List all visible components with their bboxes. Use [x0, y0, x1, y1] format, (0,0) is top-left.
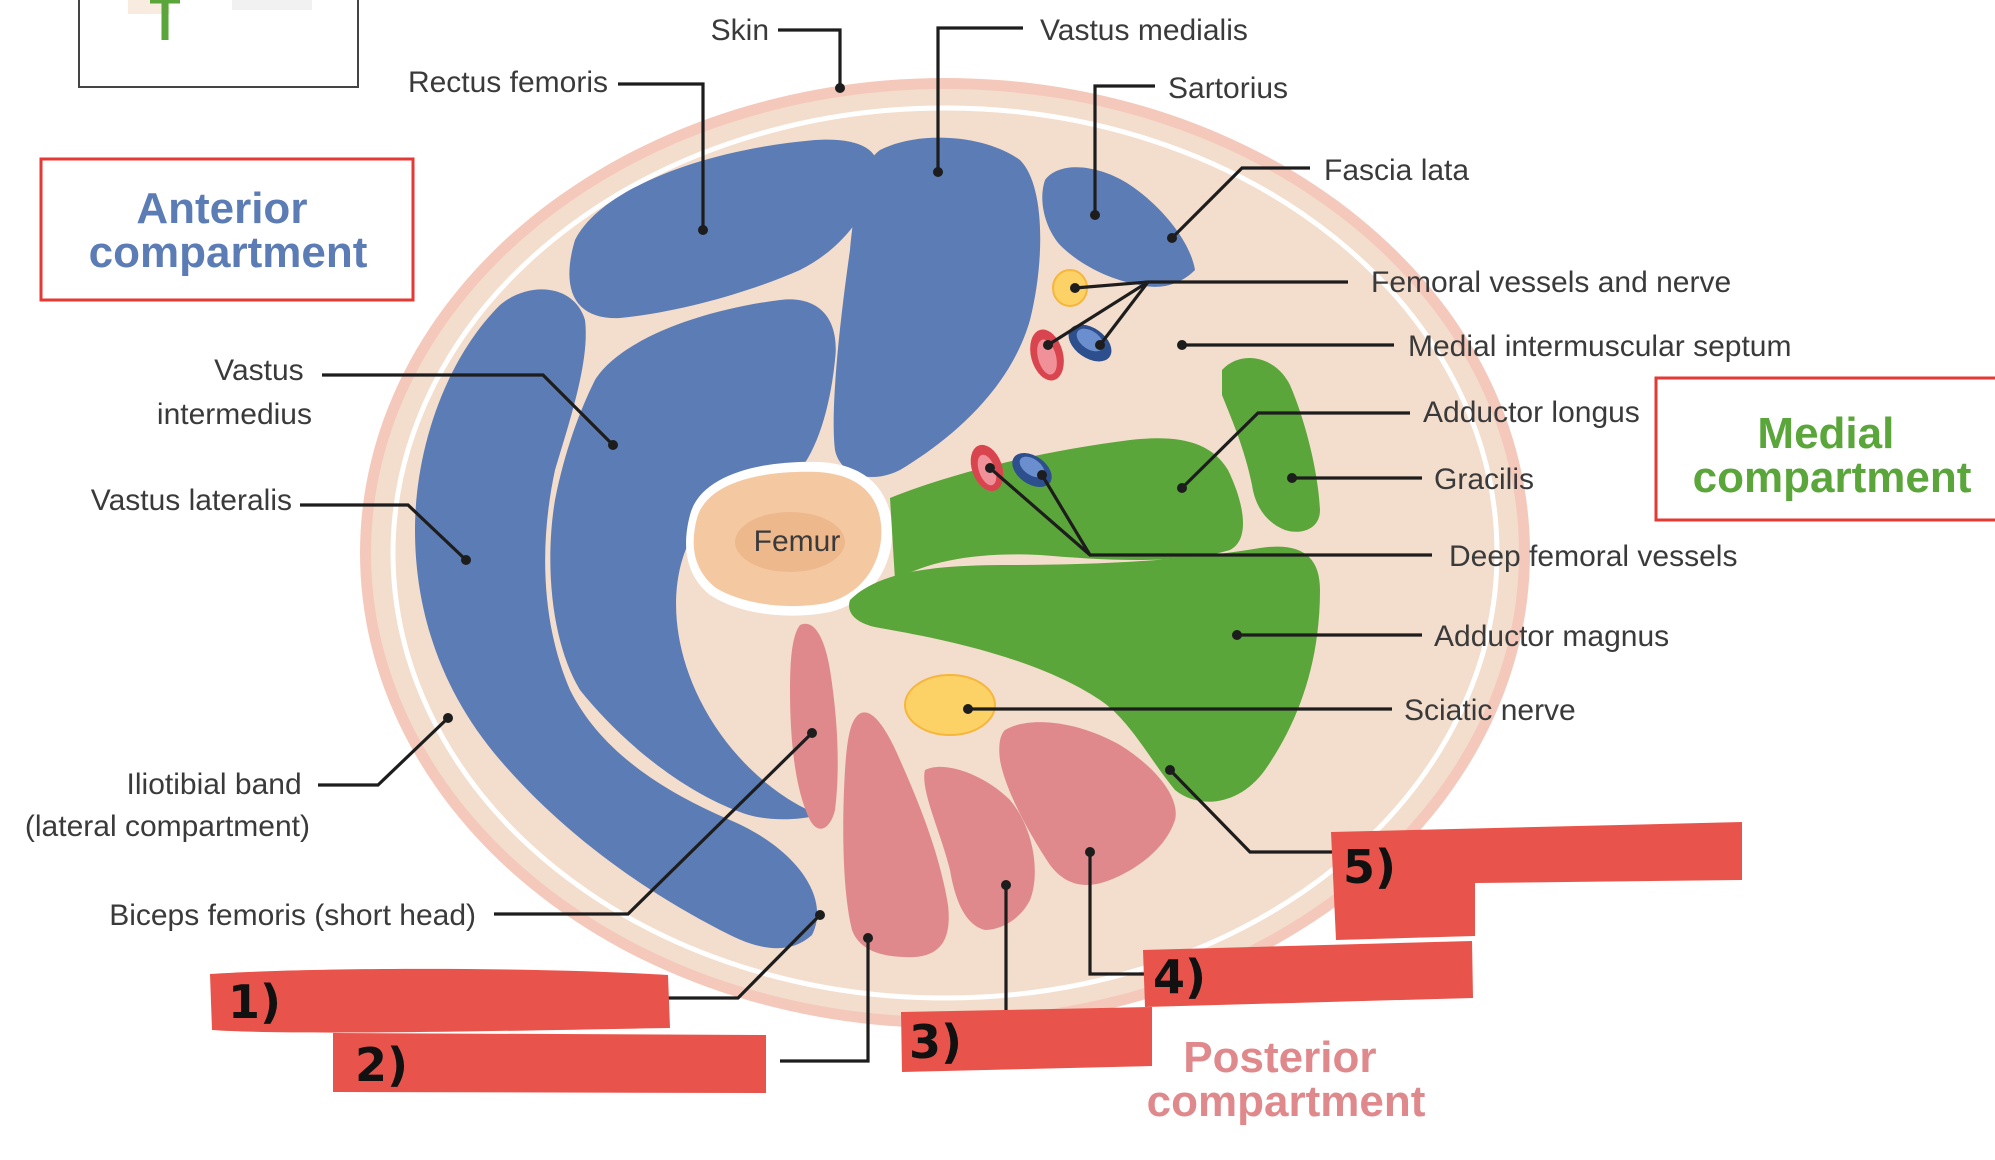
answer-box-4[interactable]: 4): [1143, 941, 1473, 1007]
vastus-lateralis-muscle: [415, 289, 818, 949]
label-femoral-vessels-nerve: Femoral vessels and nerve: [1371, 266, 1731, 299]
femur-bone: Femur: [686, 461, 893, 616]
vessels-nerves: [904, 269, 1112, 736]
biceps-femoris-long-head-muscle: [843, 712, 949, 958]
answer-box-5-number: 5): [1343, 840, 1396, 894]
anterior-compartment-title: Anterior compartment: [39, 157, 415, 302]
medial-title-text: Medial compartment: [1693, 409, 1972, 502]
answer-boxes: 1) 2) 3) 4) 5): [210, 822, 1742, 1093]
femur-label: Femur: [754, 525, 841, 558]
label-sartorius: Sartorius: [1168, 72, 1288, 105]
label-gracilis: Gracilis: [1434, 463, 1534, 496]
arrow-icon: [150, 0, 180, 40]
posterior-muscles: [790, 623, 1176, 958]
label-fascia-lata: Fascia lata: [1324, 154, 1469, 187]
answer-box-2[interactable]: 2): [333, 1033, 766, 1093]
gracilis-muscle: [1222, 358, 1320, 532]
posterior-compartment-title: Posterior compartment: [1147, 1033, 1426, 1126]
structure-labels: Skin Vastus medialis Rectus femoris Sart…: [25, 14, 1792, 932]
semimembranosus-muscle: [999, 722, 1176, 885]
answer-box-4-number: 4): [1153, 950, 1206, 1004]
fascia-lata-ring: [390, 105, 1500, 1001]
vastus-medialis-muscle: [833, 137, 1041, 478]
label-iliotibial-line2: (lateral compartment): [25, 810, 310, 843]
label-adductor-longus: Adductor longus: [1423, 396, 1640, 429]
label-deep-femoral-vessels: Deep femoral vessels: [1449, 540, 1737, 573]
label-iliotibial-band: Iliotibial band (lateral compartment): [25, 768, 310, 843]
label-medial-intermuscular-septum: Medial intermuscular septum: [1408, 330, 1791, 363]
label-rectus-femoris: Rectus femoris: [408, 66, 608, 99]
label-iliotibial-line1: Iliotibial band: [127, 768, 302, 801]
medial-compartment-title: Medial compartment: [1654, 376, 1995, 522]
label-vastus-intermedius: Vastus intermedius: [157, 354, 312, 431]
label-sciatic-nerve: Sciatic nerve: [1404, 694, 1576, 727]
anterior-muscles: [415, 137, 1195, 949]
label-biceps-femoris-short-head: Biceps femoris (short head): [109, 899, 476, 932]
label-vastus-intermedius-line2: intermedius: [157, 398, 312, 431]
anterior-title-text: Anterior compartment: [89, 184, 368, 277]
adductor-magnus-muscle: [849, 546, 1320, 802]
vastus-intermedius-muscle: [550, 299, 836, 820]
answer-box-2-number: 2): [355, 1038, 408, 1092]
answer-box-3-number: 3): [909, 1015, 962, 1069]
label-adductor-magnus: Adductor magnus: [1434, 620, 1669, 653]
biceps-femoris-short-head-muscle: [790, 623, 838, 829]
corner-inset-box: [78, 0, 359, 88]
leader-lines: [300, 26, 1432, 1063]
label-skin: Skin: [711, 14, 769, 47]
sartorius-muscle: [1042, 167, 1195, 287]
answer-box-1-number: 1): [228, 975, 281, 1029]
posterior-title-text: Posterior compartment: [1147, 1033, 1426, 1126]
answer-box-5[interactable]: 5): [1331, 822, 1742, 940]
answer-box-3[interactable]: 3): [901, 1007, 1152, 1072]
label-vastus-lateralis: Vastus lateralis: [91, 484, 292, 517]
answer-box-1[interactable]: 1): [210, 968, 670, 1033]
label-vastus-medialis: Vastus medialis: [1040, 14, 1248, 47]
label-vastus-intermedius-line1: Vastus: [214, 354, 304, 387]
sciatic-nerve-icon: [904, 674, 996, 736]
rectus-femoris-muscle: [569, 139, 879, 319]
